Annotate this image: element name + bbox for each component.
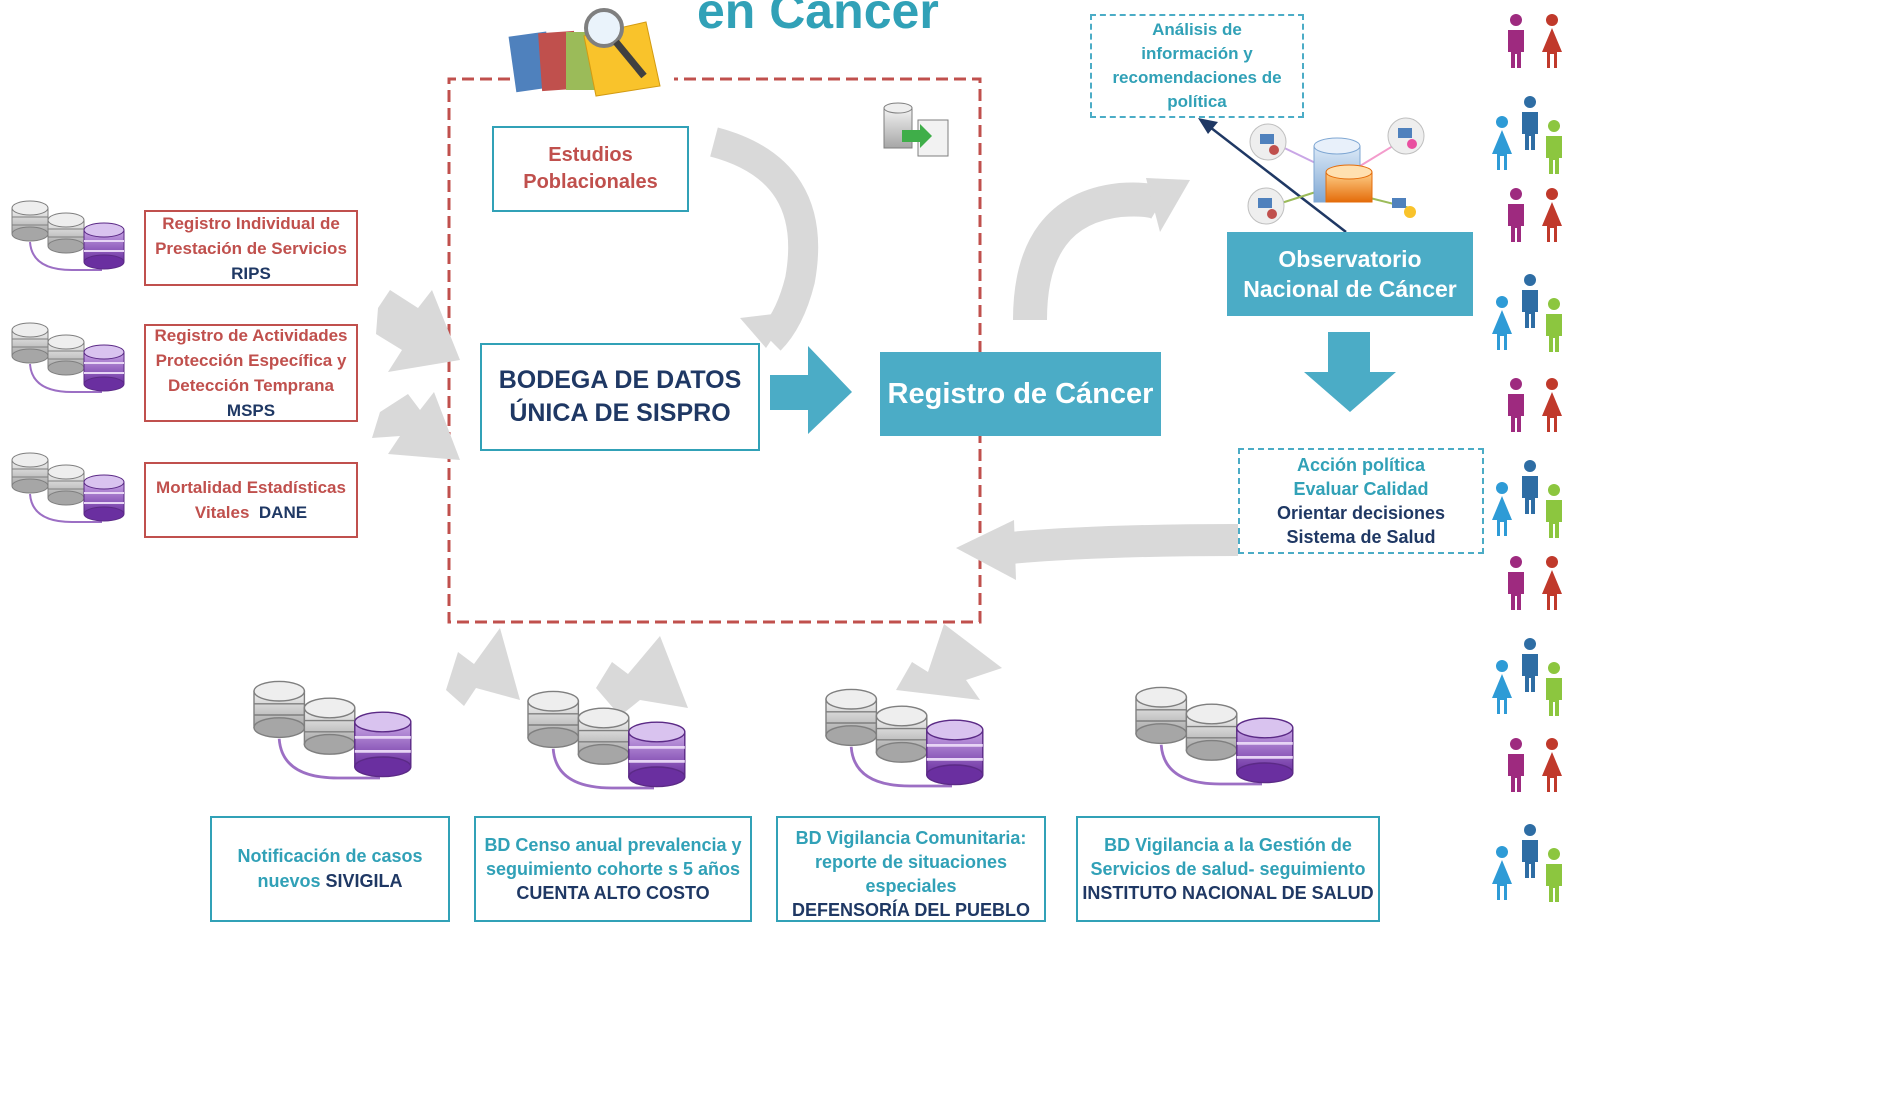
accion-line4: Sistema de Salud	[1286, 527, 1436, 547]
cac-source: CUENTA ALTO COSTO	[516, 883, 710, 903]
registro-box: Registro de Cáncer	[880, 352, 1161, 436]
sivigila-source: SIVIGILA	[325, 871, 403, 891]
accion-line2: Evaluar Calidad	[1293, 479, 1429, 499]
bodega-line2: ÚNICA DE SISPRO	[509, 399, 731, 427]
ins-line1: BD Vigilancia a la Gestión de	[1104, 835, 1352, 855]
source-box-msps: Registro de Actividades Protección Espec…	[144, 324, 358, 422]
observatorio-line2: Nacional de Cáncer	[1243, 276, 1457, 302]
source-box-ins: BD Vigilancia a la Gestión de Servicios …	[1076, 816, 1380, 922]
rips-line1: Registro Individual de	[162, 213, 340, 233]
msps-line1: Registro de Actividades	[154, 326, 348, 345]
observatorio-line1: Observatorio	[1278, 246, 1422, 272]
dane-line1: Mortalidad Estadísticas	[156, 478, 346, 497]
dane-line2-row: Vitales DANE	[195, 500, 307, 525]
source-box-defensoria: BD Vigilancia Comunitaria: reporte de si…	[776, 816, 1046, 922]
estudios-line2: Poblacionales	[523, 171, 658, 193]
source-box-dane: Mortalidad Estadísticas Vitales DANE	[144, 462, 358, 538]
analisis-line3: recomendaciones de	[1112, 68, 1282, 87]
msps-line2: Protección Específica y	[155, 351, 347, 370]
accion-box: Acción política Evaluar Calidad Orientar…	[1238, 448, 1484, 554]
defensoria-source: DEFENSORÍA DEL PUEBLO	[791, 900, 1031, 920]
dane-source: DANE	[258, 503, 308, 522]
estudios-line1: Estudios	[548, 144, 633, 166]
observatorio-box: Observatorio Nacional de Cáncer	[1227, 232, 1473, 316]
bodega-line1: BODEGA DE DATOS	[498, 366, 742, 394]
source-box-sivigila: Notificación de casos nuevos SIVIGILA	[210, 816, 450, 922]
registro-label: Registro de Cáncer	[887, 377, 1154, 410]
msps-source: MSPS	[226, 401, 276, 420]
analisis-box: Análisis de información y recomendacione…	[1090, 14, 1304, 118]
defensoria-line3: especiales	[865, 876, 957, 896]
dane-line2: Vitales	[194, 503, 250, 522]
accion-line3: Orientar decisiones	[1276, 503, 1446, 523]
estudios-box: Estudios Poblacionales	[492, 126, 689, 212]
analisis-line4: política	[1167, 92, 1227, 111]
analisis-line2: información y	[1141, 44, 1253, 63]
bodega-box: BODEGA DE DATOS ÚNICA DE SISPRO	[480, 343, 760, 451]
rips-source: RIPS	[231, 263, 271, 283]
page-title: en Cáncer	[697, 0, 939, 39]
source-box-rips: Registro Individual de Prestación de Ser…	[144, 210, 358, 286]
ins-source: INSTITUTO NACIONAL DE SALUD	[1082, 883, 1374, 903]
cac-line1: BD Censo anual prevalencia y	[484, 835, 742, 855]
cac-line2: seguimiento cohorte s 5 años	[485, 859, 741, 879]
sivigila-line1: Notificación de casos	[237, 846, 423, 866]
analisis-line1: Análisis de	[1152, 20, 1242, 39]
sivigila-line2: nuevos	[257, 871, 321, 891]
defensoria-line1: BD Vigilancia Comunitaria:	[795, 828, 1027, 848]
msps-line3: Detección Temprana	[168, 376, 334, 395]
sivigila-line2-row: nuevos SIVIGILA	[257, 869, 402, 894]
rips-line2: Prestación de Servicios	[155, 238, 347, 258]
source-box-cuenta-alto-costo: BD Censo anual prevalencia y seguimiento…	[474, 816, 752, 922]
defensoria-line2: reporte de situaciones	[814, 852, 1008, 872]
ins-line2: Servicios de salud- seguimiento	[1090, 859, 1366, 879]
accion-line1: Acción política	[1296, 455, 1426, 475]
